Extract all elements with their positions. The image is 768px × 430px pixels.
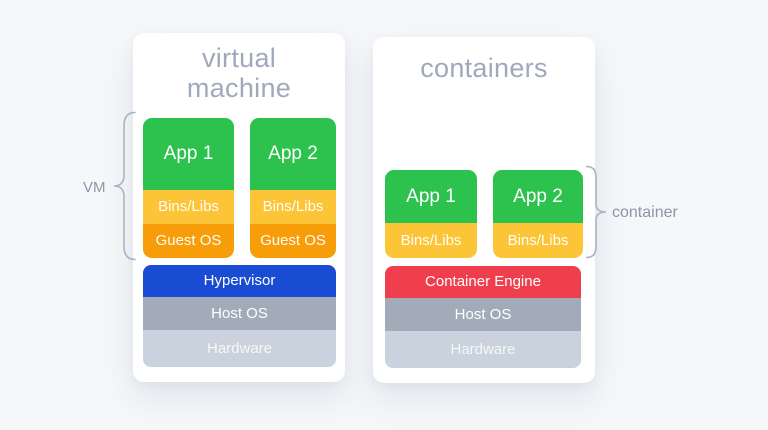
vm-app-1-box: App 1	[143, 118, 234, 190]
container-side-label: container	[612, 204, 678, 221]
containers-card-panel: containers App 1 Bins/Libs App 2 Bins/Li…	[373, 37, 595, 383]
vm-host-os-bar: Host OS	[143, 297, 336, 330]
vm-app-stack-1: App 1 Bins/Libs Guest OS	[143, 118, 234, 258]
vm-bins-libs-box-1: Bins/Libs	[143, 190, 234, 224]
container-bins-libs-box-2: Bins/Libs	[493, 223, 583, 258]
vm-bins-libs-box-2: Bins/Libs	[250, 190, 336, 224]
containers-card-title: containers	[420, 53, 548, 83]
vm-app-stack-2: App 2 Bins/Libs Guest OS	[250, 118, 336, 258]
container-engine-bar: Container Engine	[385, 266, 581, 298]
container-brace-icon	[585, 165, 607, 259]
vm-guest-os-box-1: Guest OS	[143, 224, 234, 258]
containers-base-bars: Container Engine Host OS Hardware	[385, 266, 581, 368]
container-app-stack-2: App 2 Bins/Libs	[493, 170, 583, 258]
vm-hardware-bar: Hardware	[143, 330, 336, 367]
containers-host-os-bar: Host OS	[385, 298, 581, 331]
vm-card-title: virtual machine	[186, 43, 292, 103]
containers-hardware-bar: Hardware	[385, 331, 581, 368]
container-app-1-box: App 1	[385, 170, 477, 223]
vm-app-2-box: App 2	[250, 118, 336, 190]
vm-base-bars: Hypervisor Host OS Hardware	[143, 265, 336, 367]
vm-brace-icon	[113, 111, 136, 261]
vm-guest-os-box-2: Guest OS	[250, 224, 336, 258]
vm-side-label: VM	[83, 179, 106, 196]
vm-card-panel: virtual machine App 1 Bins/Libs Guest OS…	[133, 33, 345, 382]
hypervisor-bar: Hypervisor	[143, 265, 336, 297]
container-app-stack-1: App 1 Bins/Libs	[385, 170, 477, 258]
container-bins-libs-box-1: Bins/Libs	[385, 223, 477, 258]
container-app-2-box: App 2	[493, 170, 583, 223]
